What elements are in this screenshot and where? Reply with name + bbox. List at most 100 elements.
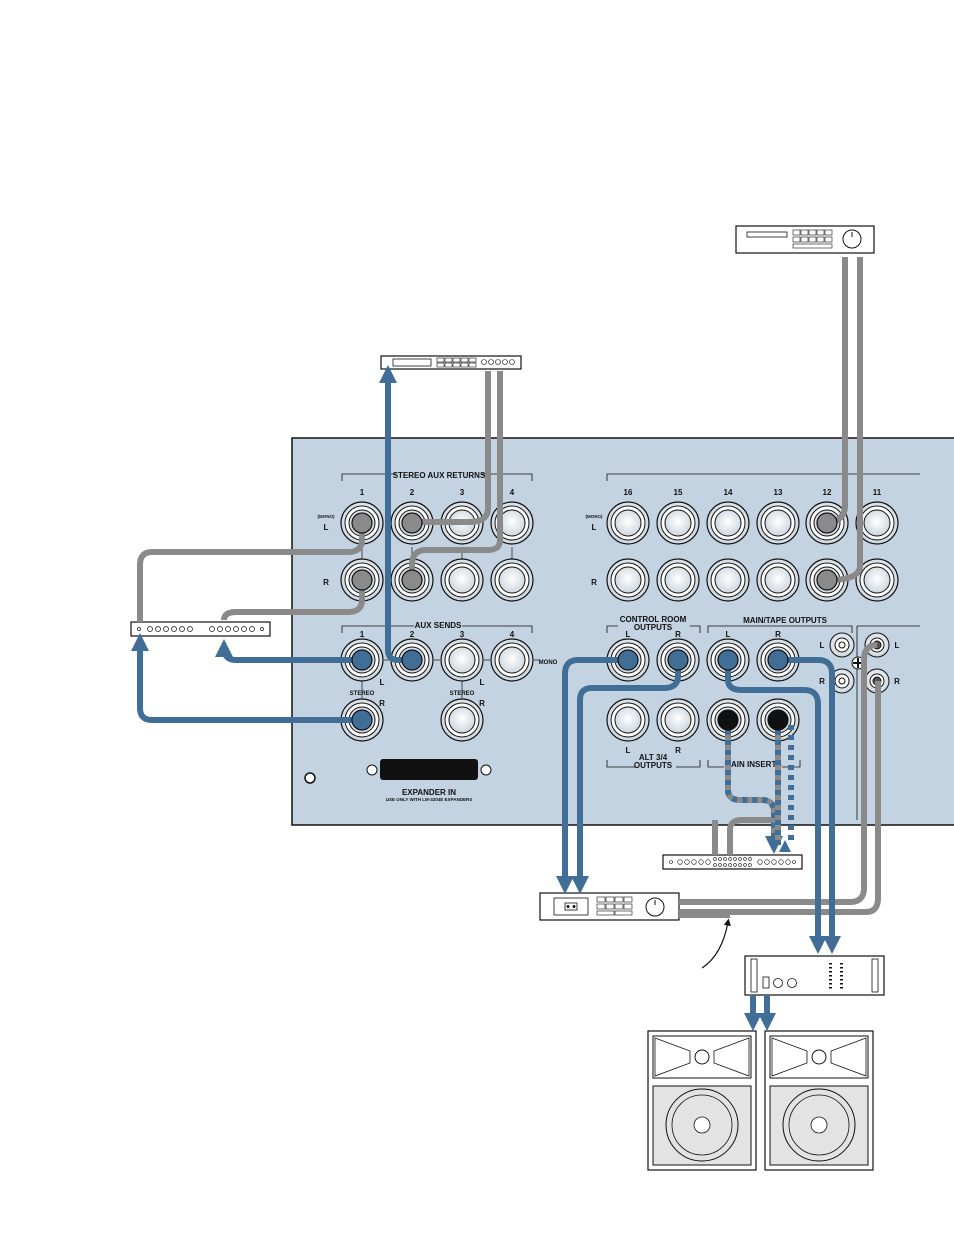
aux-sends-label: AUX SENDS [415, 621, 462, 630]
aux-send-num-1: 1 [360, 630, 365, 639]
alt-outputs-label-1: ALT 3/4 [639, 753, 668, 762]
plug-insert-l [717, 709, 739, 731]
alt-l-label: L [626, 746, 631, 755]
aux-send-num-4: 4 [510, 630, 515, 639]
aux-return-mono-label: (MONO) [318, 514, 335, 519]
rca-r-label: R [819, 677, 825, 686]
aux-send-jack-1-4[interactable] [490, 638, 534, 682]
speaker-right [764, 1030, 874, 1171]
rca-jack-l[interactable] [829, 632, 855, 658]
control-room-r-label: R [675, 630, 681, 639]
cable-insert-l [725, 720, 783, 854]
plug-aux-return-1-l [351, 512, 373, 534]
channel-jack-2-4[interactable] [756, 558, 800, 602]
channel-jack-1-1[interactable] [606, 501, 650, 545]
cable-rack-to-return-l [137, 523, 365, 622]
left-rack-unit [130, 621, 271, 637]
expander-in-label: EXPANDER IN [402, 788, 456, 797]
expander-connector[interactable] [304, 759, 492, 784]
channel-jack-2-2[interactable] [656, 558, 700, 602]
aux-send-num-3: 3 [460, 630, 465, 639]
channel-num-12: 12 [823, 488, 832, 497]
cd-player [735, 225, 875, 254]
aux-return-num-1: 1 [360, 488, 365, 497]
alt-r-label: R [675, 746, 681, 755]
lower-output-jack-1-2[interactable] [656, 698, 700, 742]
speaker-left [647, 1030, 757, 1171]
rca-l-label: L [820, 641, 825, 650]
aux-return-jack-2-3[interactable] [440, 558, 484, 602]
main-tape-outputs-label: MAIN/TAPE OUTPUTS [743, 616, 828, 625]
rca-jack-r[interactable] [829, 668, 855, 694]
aux-send-r-jack-1-2[interactable] [440, 698, 484, 742]
aux-return-num-3: 3 [460, 488, 465, 497]
cable-fx-return-r [409, 371, 503, 580]
cable-rack-to-return-r [221, 580, 365, 621]
phono-r-label: R [894, 677, 900, 686]
main-inserts-label: MAIN INSERTS [724, 760, 782, 769]
plug-insert-r [767, 709, 789, 731]
plug-main-out-l [717, 649, 739, 671]
cable-aux-send-2-to-fx [379, 365, 412, 663]
aux-send-3-l-label: L [480, 678, 485, 687]
plug-main-out-r [767, 649, 789, 671]
stereo-aux-returns-label: STEREO AUX RETURNS [393, 471, 486, 480]
curved-pointer-arrow [701, 918, 731, 969]
channel-jack-1-6[interactable] [855, 501, 899, 545]
aux-send-3-r-label: R [479, 699, 485, 708]
channel-jack-1-4[interactable] [756, 501, 800, 545]
channel-num-13: 13 [774, 488, 783, 497]
control-room-label-1: CONTROL ROOM [620, 615, 687, 624]
aux-send-1-r-label: R [379, 699, 385, 708]
aux-return-num-4: 4 [510, 488, 515, 497]
cable-eq-out-r [727, 817, 778, 855]
channel-jack-2-3[interactable] [706, 558, 750, 602]
channel-jack-1-2[interactable] [656, 501, 700, 545]
plug-control-room-r [667, 649, 689, 671]
channel-num-11: 11 [873, 488, 882, 497]
channel-jack-2-6[interactable] [855, 558, 899, 602]
power-amplifier [744, 955, 885, 996]
channel-jack-1-3[interactable] [706, 501, 750, 545]
aux-send-mono-label: MONO [539, 660, 558, 666]
channel-num-16: 16 [624, 488, 633, 497]
cable-cr-l-to-cassette [556, 657, 628, 894]
cable-cassette-to-rca-r [679, 681, 881, 915]
plug-control-room-l [617, 649, 639, 671]
aux-return-l-label: L [324, 523, 329, 532]
cable-cr-r-to-cassette [571, 660, 681, 894]
expander-note-label: USE ONLY WITH LM-3204E EXPANDERS [386, 797, 472, 802]
plug-aux-return-2-r [401, 569, 423, 591]
plug-aux-send-1-l [351, 649, 373, 671]
cable-main-l-to-amp [725, 660, 827, 954]
effects-processor [380, 355, 522, 370]
aux-return-jack-2-4[interactable] [490, 558, 534, 602]
plug-aux-return-2-l [401, 512, 423, 534]
plug-aux-send-2 [401, 649, 423, 671]
aux-return-num-2: 2 [410, 488, 415, 497]
plug-aux-return-1-r [351, 569, 373, 591]
aux-send-jack-1-3[interactable] [440, 638, 484, 682]
channel-num-15: 15 [674, 488, 683, 497]
main-out-r-label: R [775, 630, 781, 639]
alt-outputs-label-2: OUTPUTS [634, 761, 673, 770]
main-out-l-label: L [726, 630, 731, 639]
lower-output-jack-1-1[interactable] [606, 698, 650, 742]
plug-aux-send-1-r [351, 709, 373, 731]
channel-num-14: 14 [724, 488, 733, 497]
channel-r-label: R [591, 578, 597, 587]
cable-cassette-to-rca-l [679, 642, 878, 905]
control-room-label-2: OUTPUTS [634, 623, 673, 632]
channel-mono-label: (MONO) [586, 514, 603, 519]
cable-aux-send-1l-to-rack [215, 639, 362, 663]
cassette-deck [539, 892, 680, 921]
aux-send-1-l-label: L [380, 678, 385, 687]
channel-l-label: L [592, 523, 597, 532]
aux-return-r-label: R [323, 578, 329, 587]
cable-aux-send-1r-to-rack [131, 633, 362, 723]
graphic-eq [662, 854, 803, 870]
plug-channel-12-l [816, 512, 838, 534]
insert-r-arrow [779, 840, 791, 852]
channel-jack-2-1[interactable] [606, 558, 650, 602]
